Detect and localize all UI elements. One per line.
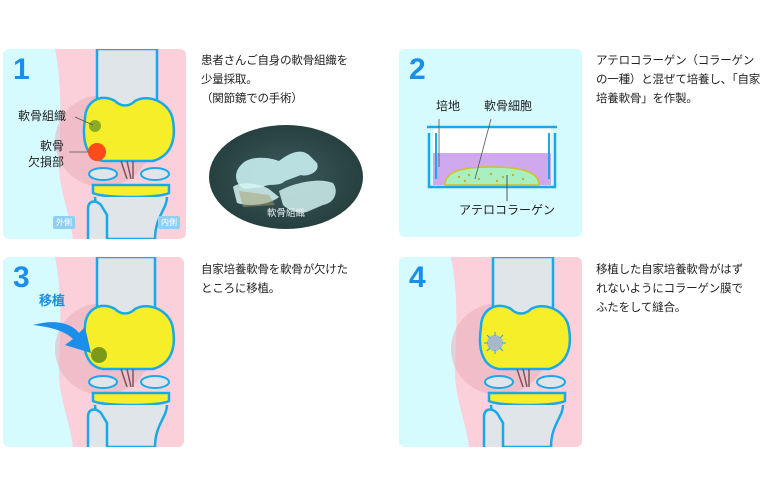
label-atelocollagen: アテロコラーゲン bbox=[459, 203, 556, 217]
step-number: 3 bbox=[13, 261, 30, 294]
step-number: 4 bbox=[409, 261, 426, 294]
cartilage-fragments-image bbox=[233, 151, 336, 213]
label-cartilage-tissue: 軟骨組織 bbox=[18, 109, 67, 123]
knee-diagram-defect bbox=[55, 49, 186, 239]
step-1-panel: 1 軟骨組織 軟骨 欠損部 外側 内側 bbox=[3, 49, 186, 239]
cartilage-tissue-photo: 軟骨組織 bbox=[209, 125, 363, 229]
photo-caption: 軟骨組織 bbox=[266, 208, 305, 219]
transplant-arrow-icon bbox=[33, 322, 91, 353]
outer-side-tag: 外側 bbox=[53, 216, 75, 229]
knee-diagram-transplant bbox=[33, 257, 184, 447]
label-defect-line2: 欠損部 bbox=[28, 155, 65, 169]
label-transplant: 移植 bbox=[39, 294, 66, 309]
step-number: 2 bbox=[409, 53, 426, 86]
inner-side-tag: 内側 bbox=[158, 216, 180, 229]
step-2-description: アテロコラーゲン（コラーゲン の一種）と混ぜて培養し、「自家 培養軟骨」を作製。 bbox=[596, 53, 761, 105]
step-number: 1 bbox=[13, 53, 30, 86]
label-defect-line1: 軟骨 bbox=[40, 139, 65, 153]
step-3-panel: 3 移植 bbox=[3, 257, 184, 447]
label-medium: 培地 bbox=[436, 99, 461, 113]
step-3-description: 自家培養軟骨を軟骨が欠けた ところに移植。 bbox=[201, 262, 348, 295]
knee-diagram-sutured bbox=[451, 257, 582, 447]
culture-dish-diagram bbox=[427, 118, 557, 201]
collagen-membrane-suture-icon bbox=[484, 332, 506, 354]
step-4-description: 移植した自家培養軟骨がはず れないようにコラーゲン膜で ふたをして縫合。 bbox=[596, 262, 743, 314]
step-2-panel: 2 培地 軟骨細胞 アテロコラーゲン bbox=[399, 49, 582, 237]
label-chondrocytes: 軟骨細胞 bbox=[484, 99, 533, 113]
step-1-description: 患者さんご自身の軟骨組織を 少量採取。 （関節鏡での手術） bbox=[201, 53, 348, 105]
step-4-panel: 4 bbox=[399, 257, 582, 447]
